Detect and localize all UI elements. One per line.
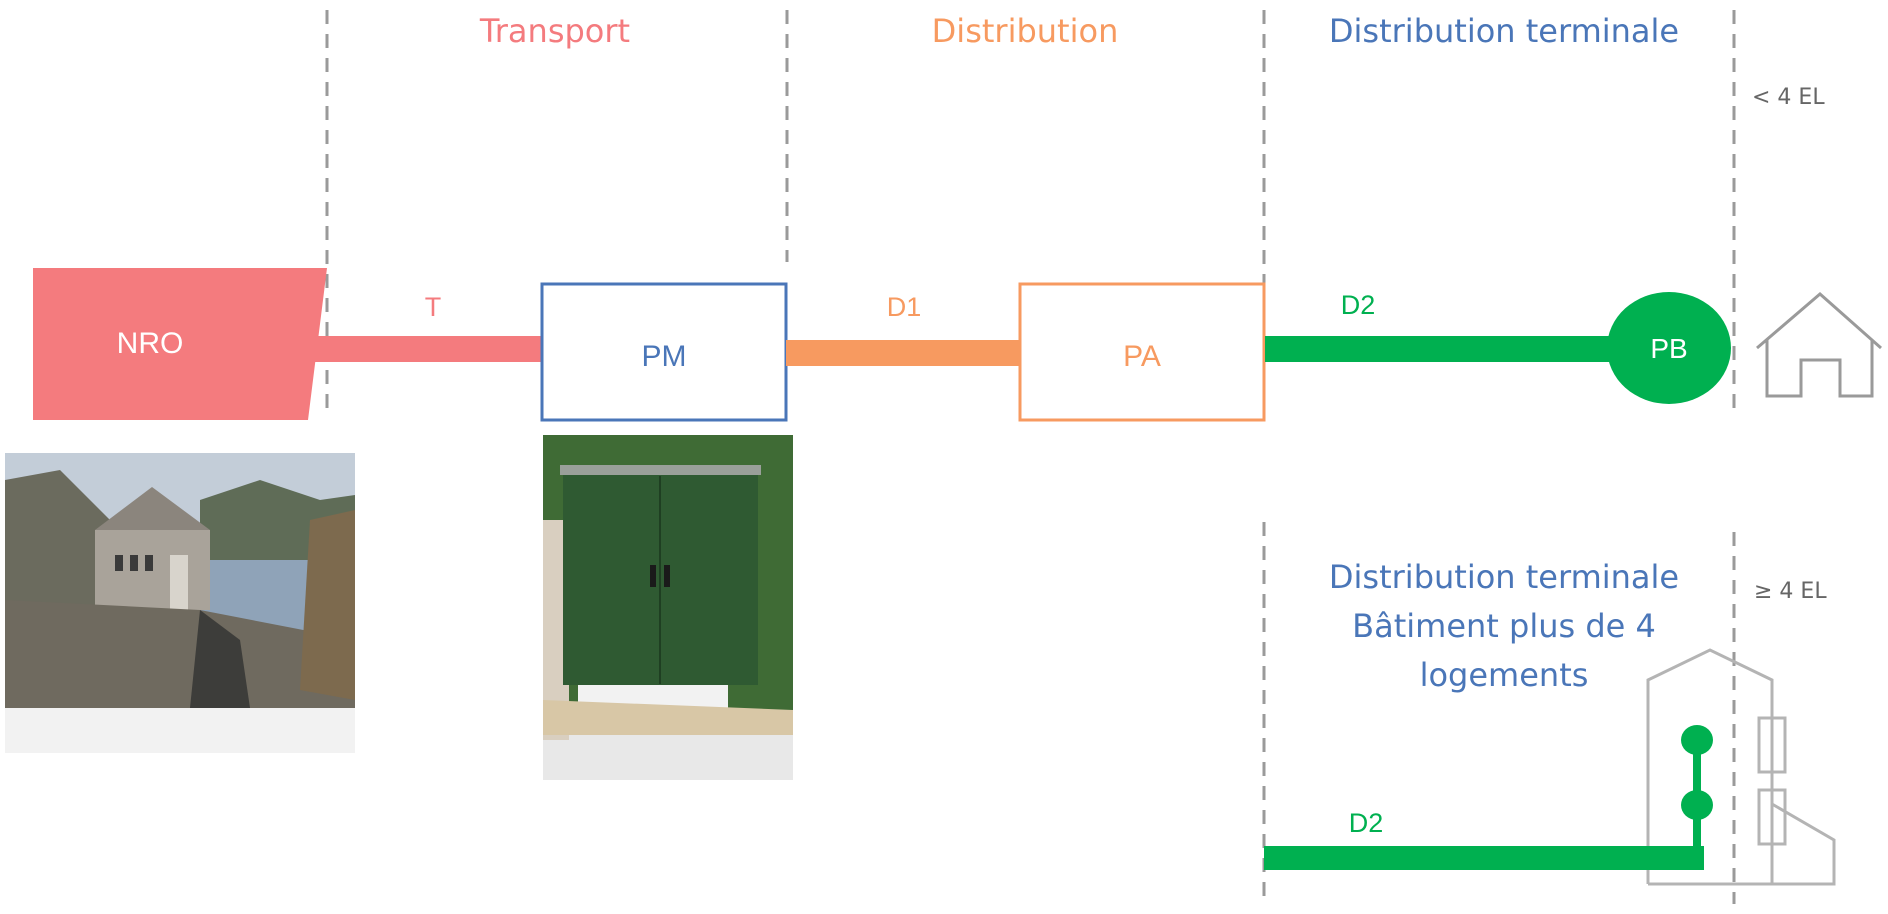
riser-node-top [1681,725,1713,755]
node-pb [1607,292,1731,404]
building-icon [1646,648,1836,886]
label-at-least-4-el: ≥ 4 EL [1754,579,1827,604]
building-title-line3: logements [1420,656,1589,694]
header-distribution-terminale: Distribution terminale [1329,12,1679,50]
label-d1: D1 [887,292,922,322]
header-distribution: Distribution [932,12,1119,50]
nro-building-photo [5,453,355,753]
node-nro [33,268,327,420]
pm-cabinet-photo [543,435,793,780]
link-d2-top [1265,336,1635,362]
building-title-line1: Distribution terminale [1329,558,1679,596]
link-d1 [786,340,1020,366]
header-transport: Transport [479,12,630,50]
label-nro: NRO [117,327,184,360]
node-pm [540,282,788,422]
label-d2-top: D2 [1341,290,1376,320]
label-pb: PB [1650,333,1687,364]
building-title-line2: Bâtiment plus de 4 [1352,607,1656,645]
link-t [300,336,542,362]
riser-node-bottom [1681,790,1713,820]
label-pa: PA [1123,340,1161,373]
divider-lines [325,10,1736,904]
label-less-than-4-el: < 4 EL [1752,85,1825,110]
label-t: T [425,292,442,322]
label-d2-bottom: D2 [1349,808,1384,838]
label-pm: PM [642,340,687,373]
node-pa [1018,282,1266,422]
link-d2-bottom [1264,846,1704,870]
house-icon [1756,292,1882,398]
